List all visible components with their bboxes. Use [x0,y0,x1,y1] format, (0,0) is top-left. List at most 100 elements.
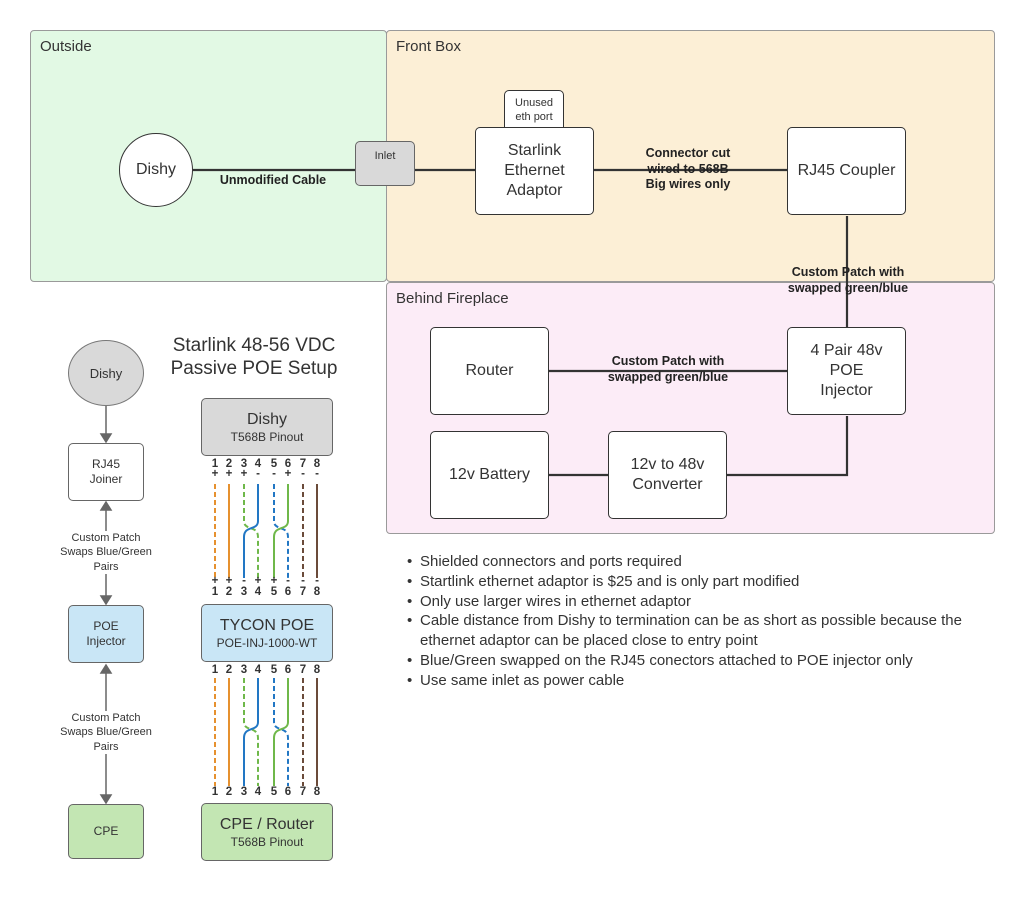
chain-rj45-joiner: RJ45 Joiner [68,443,144,501]
section1-wire-6 [273,484,289,578]
pin-polarity: + [225,575,233,587]
starlink-adaptor-label: Starlink Ethernet Adaptor [504,142,565,199]
poe-injector-label: 4 Pair 48v POE Injector [810,342,883,399]
pin-number: 7 [299,786,307,798]
pinout-dishy-box: Dishy T568B Pinout [201,398,333,456]
pin-polarity: - [315,575,319,587]
starlink-adaptor-node: Starlink Ethernet Adaptor [475,127,594,215]
section2-wire-6 [273,678,289,786]
pinout-dishy-sub: T568B Pinout [230,429,304,444]
battery-node: 12v Battery [430,431,549,519]
pin-polarity: + [211,575,219,587]
patch-label-a-line2: swapped green/blue [787,280,909,295]
patch-label-a-line1: Custom Patch with [791,265,905,279]
pin-number: 4 [254,586,262,598]
cable-poe-converter [727,416,849,477]
pin-number: 1 [211,664,219,676]
pin-number: 3 [240,786,248,798]
pinout-tycon-sub: POE-INJ-1000-WT [216,635,318,650]
pin-polarity: + [270,575,278,587]
unused-eth-port-node: Unused eth port [504,90,564,132]
pin-number: 5 [270,458,278,470]
pin-number: 1 [211,586,219,598]
pin-number: 6 [284,586,292,598]
inlet-node: Inlet [355,141,415,186]
note-item: Startlink ethernet adaptor is $25 and is… [405,572,1000,592]
note-item: Only use larger wires in ethernet adapto… [405,592,1000,612]
pin-number: 5 [270,586,278,598]
pin-number: 7 [299,458,307,470]
note-item: Blue/Green swapped on the RJ45 conectors… [405,651,1000,671]
pin-number: 3 [240,586,248,598]
section2-wire-4 [243,678,259,786]
pin-number: 8 [313,786,321,798]
connector-cut-line1: Connector cut [645,146,731,160]
chain-dishy-node: Dishy [68,340,144,406]
setup-title-line2: Passive POE Setup [170,358,338,379]
dishy-node-label: Dishy [135,161,176,178]
note-item: Use same inlet as power cable [405,671,1000,691]
section1-wire-3 [243,484,259,578]
pinout-tycon-title: TYCON POE [219,616,315,634]
pin-polarity: - [242,575,246,587]
pin-number: 2 [225,786,233,798]
pin-polarity: + [254,575,262,587]
pinout-cpe-box: CPE / Router T568B Pinout [201,803,333,861]
note-item: Shielded connectors and ports required [405,552,1000,572]
connector-cut-label: Connector cut wired to 568B Big wires on… [622,146,754,193]
chain-rj45-joiner-label: RJ45 Joiner [89,457,123,486]
chain-dishy-label: Dishy [89,365,123,381]
patch-label-router-poe: Custom Patch with swapped green/blue [588,354,748,385]
pin-number: 2 [225,458,233,470]
pinout-cpe-sub: T568B Pinout [230,834,304,849]
pinout-cpe-title: CPE / Router [219,815,315,833]
section2-wire-5 [273,678,289,786]
pin-polarity: + [284,468,292,480]
pin-number: 5 [270,786,278,798]
inlet-label: Inlet [374,150,396,162]
chain-patch2-label: Custom Patch Swaps Blue/Green Pairs [56,711,156,754]
pin-number: 8 [313,586,321,598]
note-item: Cable distance from Dishy to termination… [405,611,1000,651]
pin-polarity: + [240,468,248,480]
zone-outside-title: Outside [40,38,92,55]
pin-polarity: - [315,468,319,480]
pin-number: 1 [211,458,219,470]
pin-polarity: + [225,468,233,480]
zone-behind-fireplace-title: Behind Fireplace [396,290,509,307]
pin-number: 2 [225,664,233,676]
pin-number: 8 [313,458,321,470]
pinout-dishy-title: Dishy [246,410,287,428]
pin-number: 8 [313,664,321,676]
section1-wire-4 [243,484,259,578]
poe-injector-node: 4 Pair 48v POE Injector [787,327,906,415]
converter-node: 12v to 48v Converter [608,431,727,519]
connector-cut-line2: wired to 568B [647,161,729,176]
zone-outside: Outside [30,30,387,282]
rj45-coupler-node: RJ45 Coupler [787,127,906,215]
unused-eth-port-label: Unused eth port [515,97,553,123]
zone-front-box-title: Front Box [396,38,462,55]
pin-polarity: + [211,468,219,480]
pin-number: 3 [240,458,248,470]
pin-number: 4 [254,458,262,470]
pin-number: 5 [270,664,278,676]
pin-number: 7 [299,664,307,676]
pin-polarity: - [301,575,305,587]
chain-cpe-label: CPE [93,824,119,838]
pin-polarity: - [286,575,290,587]
pin-polarity: - [256,468,260,480]
pin-number: 4 [254,786,262,798]
section1-wire-5 [273,484,289,578]
pin-number: 7 [299,586,307,598]
pin-number: 6 [284,664,292,676]
pin-number: 3 [240,664,248,676]
rj45-coupler-label: RJ45 Coupler [797,162,896,179]
router-node: Router [430,327,549,415]
pin-number: 4 [254,664,262,676]
pinout-tycon-box: TYCON POE POE-INJ-1000-WT [201,604,333,662]
patch-label-b-line1: Custom Patch with [611,354,725,368]
chain-patch1-label: Custom Patch Swaps Blue/Green Pairs [56,531,156,574]
battery-label: 12v Battery [449,466,530,483]
